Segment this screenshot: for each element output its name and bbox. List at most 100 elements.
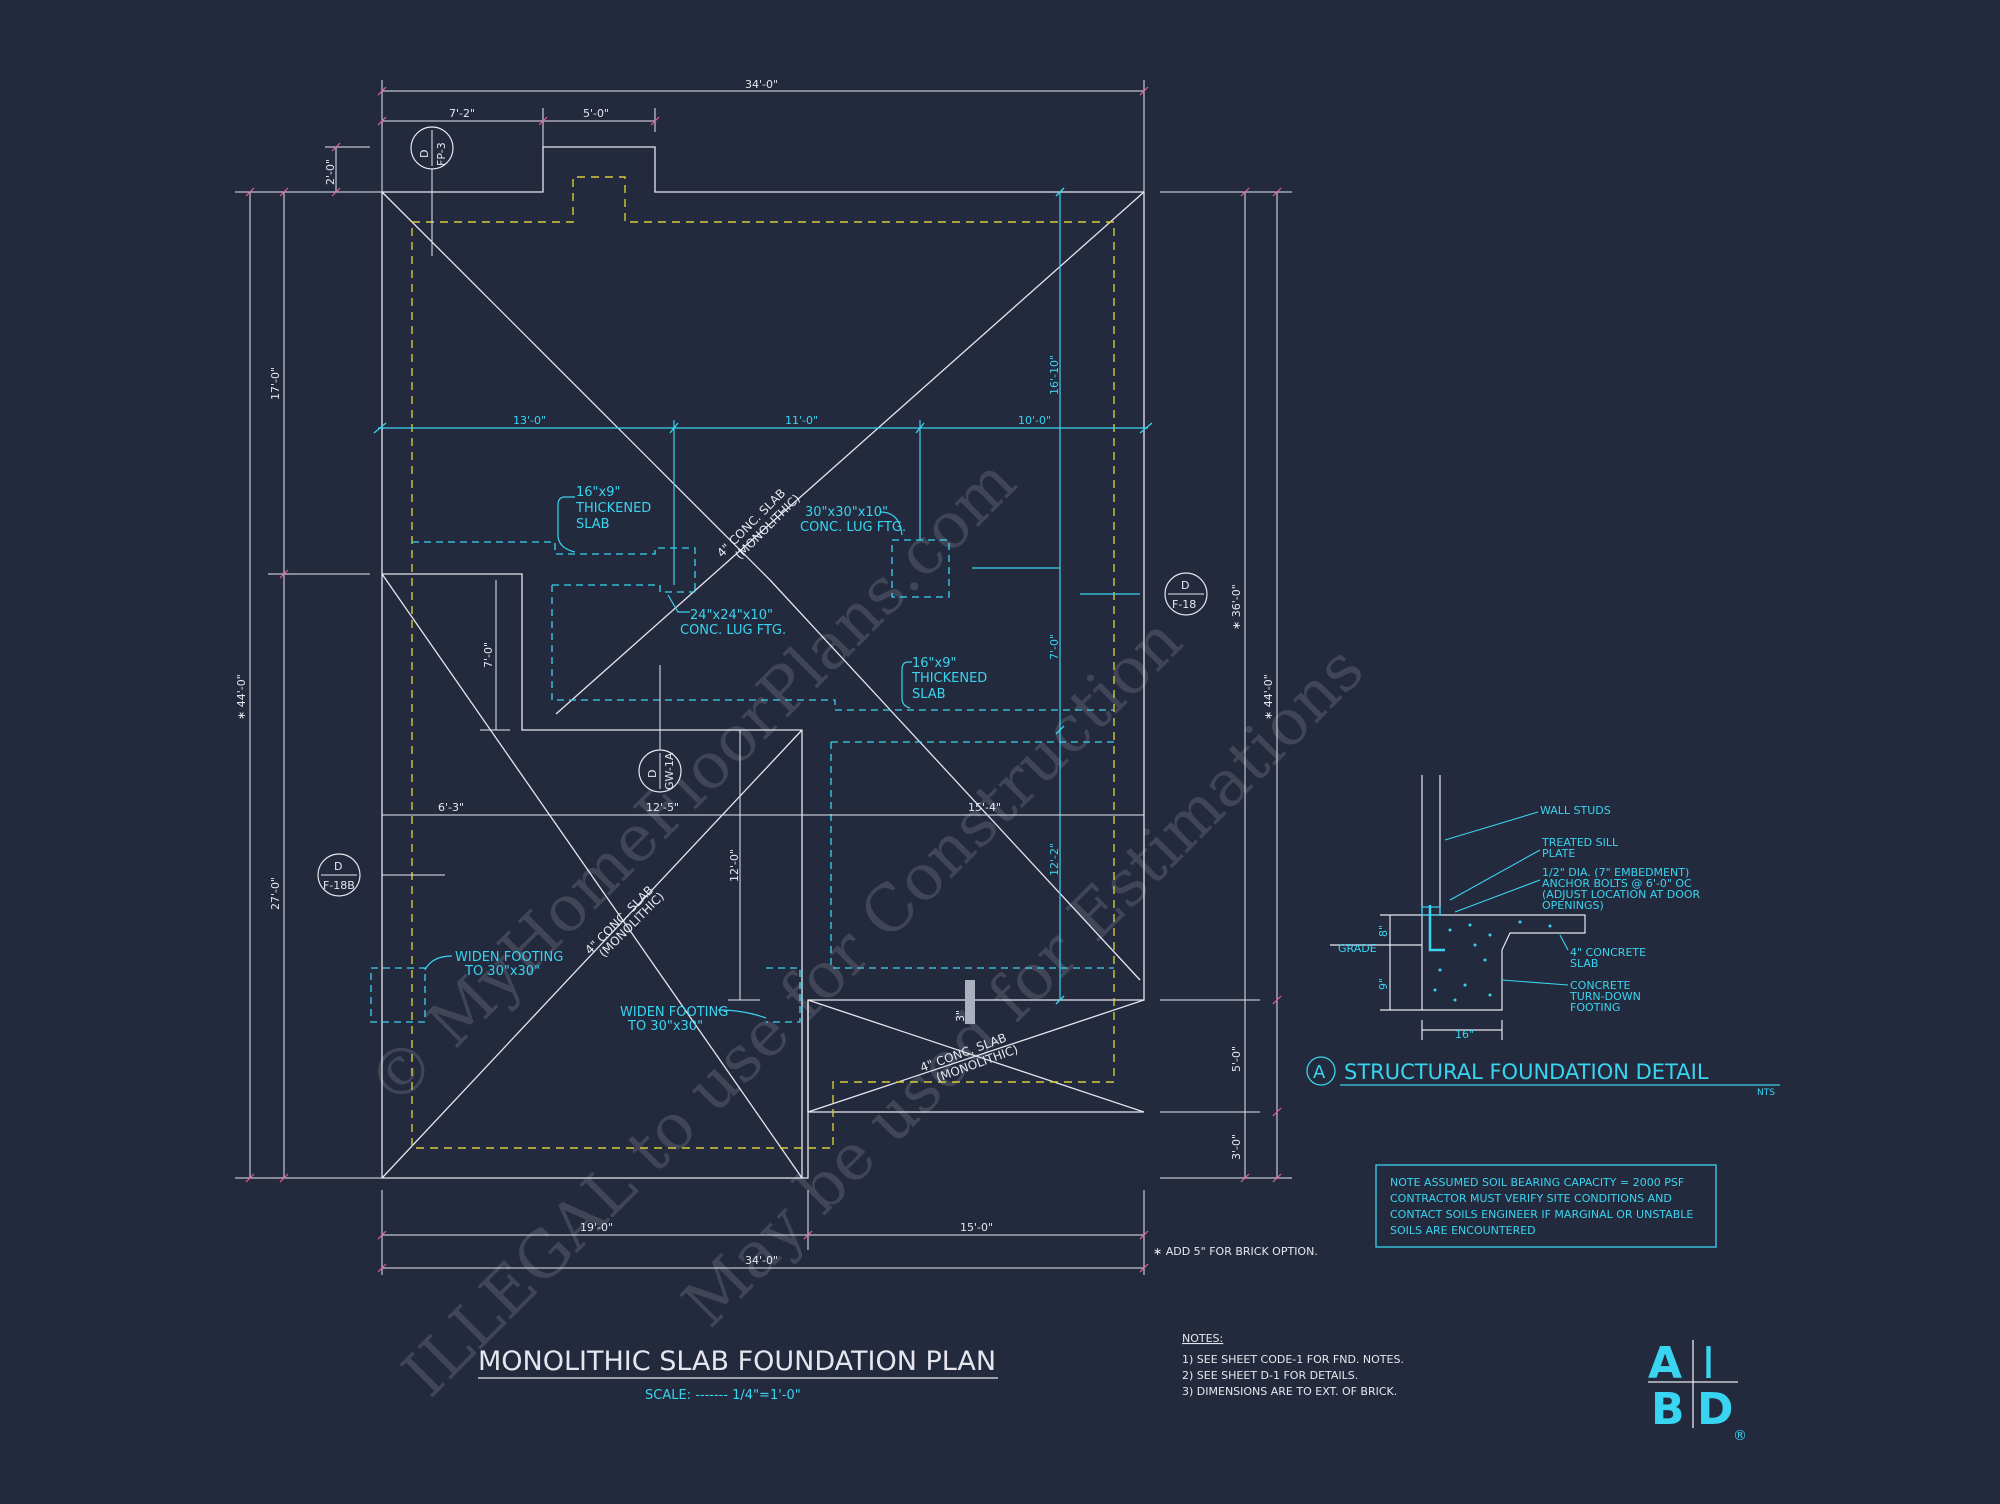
callout-thickened-1: 16"x9" THICKENED SLAB: [557, 485, 651, 553]
interior-dimensions: [378, 192, 1148, 1000]
detail-letter: A: [1313, 1062, 1326, 1083]
svg-text:9": 9": [1377, 978, 1390, 990]
svg-text:16": 16": [1455, 1028, 1474, 1041]
dim-bottom-left: 19'-0": [580, 1221, 613, 1234]
note-2: 2) SEE SHEET D-1 FOR DETAILS.: [1182, 1369, 1358, 1382]
dim-bump-depth: 2'-0": [324, 159, 337, 185]
concrete-aggregate: [1433, 920, 1552, 1002]
svg-text:SOILS ARE ENCOUNTERED: SOILS ARE ENCOUNTERED: [1390, 1224, 1536, 1237]
dim-interior-row1-a: 13'-0": [513, 414, 546, 427]
svg-text:TO 30"x30": TO 30"x30": [627, 1019, 703, 1034]
svg-text:TREATED SILL: TREATED SILL: [1541, 836, 1619, 849]
svg-text:CONTACT SOILS ENGINEER IF MARG: CONTACT SOILS ENGINEER IF MARGINAL OR UN…: [1390, 1208, 1693, 1221]
detail-bubble: [1306, 1056, 1336, 1086]
svg-text:SLAB: SLAB: [576, 517, 610, 532]
dim-top-overall: 34'-0": [745, 78, 778, 91]
dim-interior-row2-a: 6'-3": [438, 801, 464, 814]
note-3: 3) DIMENSIONS ARE TO EXT. OF BRICK.: [1182, 1385, 1397, 1398]
dim-left-overall: ∗ 44'-0": [235, 674, 248, 720]
section-marker-gw1a: D GW-1A: [638, 749, 682, 793]
svg-text:F-18: F-18: [1172, 598, 1196, 611]
building-outline: [381, 146, 1145, 1179]
dim-interior-row2-b: 12'-5": [646, 801, 679, 814]
dimension-ticks: [245, 86, 1282, 1273]
label-grade: GRADE: [1338, 942, 1377, 955]
plan-title: MONOLITHIC SLAB FOUNDATION PLAN: [478, 1346, 996, 1377]
logo-registered: ®: [1733, 1428, 1747, 1444]
svg-text:CONC. LUG FTG.: CONC. LUG FTG.: [800, 520, 906, 535]
brick-note: ∗ ADD 5" FOR BRICK OPTION.: [1153, 1245, 1318, 1258]
svg-text:4" CONCRETE: 4" CONCRETE: [1570, 946, 1646, 959]
dim-right-overall: ∗ 44'-0": [1262, 674, 1275, 720]
dim-left-lower: 27'-0": [269, 877, 282, 910]
watermark: © MyHomeFloorPlans.com ILLEGAL to use fo…: [354, 445, 1378, 1411]
step-dim: 3": [954, 1010, 967, 1022]
callouts: 16"x9" THICKENED SLAB 30"x30"x10" CONC. …: [424, 485, 987, 1034]
logo-letter-i: I: [1702, 1338, 1715, 1389]
notes-heading: NOTES:: [1182, 1332, 1223, 1345]
svg-text:TURN-DOWN: TURN-DOWN: [1569, 990, 1641, 1003]
svg-text:OPENINGS): OPENINGS): [1542, 899, 1604, 912]
dimension-texts: 34'-0" 7'-2" 5'-0" 2'-0" 19'-0" 15'-0" 3…: [235, 78, 1275, 1267]
dim-interior-row1-b: 11'-0": [785, 414, 818, 427]
soil-note: NOTE ASSUMED SOIL BEARING CAPACITY = 200…: [1375, 1164, 1717, 1248]
dim-vert-d: 12'-0": [728, 849, 741, 882]
svg-text:D: D: [334, 860, 342, 873]
interior-ticks: [373, 187, 1153, 1005]
detail-nts: NTS: [1757, 1088, 1775, 1098]
section-markers: D FP-3 D F-18 D GW-1A D F-18B: [317, 126, 1208, 897]
svg-text:1/2" DIA. (7" EMBEDMENT): 1/2" DIA. (7" EMBEDMENT): [1542, 866, 1689, 879]
svg-text:D: D: [646, 770, 659, 778]
logo-letter-b: B: [1651, 1384, 1685, 1435]
svg-text:GW-1A: GW-1A: [663, 752, 676, 790]
svg-text:F-18B: F-18B: [323, 879, 355, 892]
dim-vert-b: 7'-0": [1048, 634, 1061, 660]
interior-dimensions-white: [382, 166, 1144, 1001]
dim-bottom-right: 15'-0": [960, 1221, 993, 1234]
dim-right-mid: ∗ 36'-0": [1230, 584, 1243, 630]
section-marker-f18b: D F-18B: [317, 853, 361, 897]
dim-interior-row2-c: 15'-4": [968, 801, 1001, 814]
svg-text:D: D: [418, 150, 431, 158]
dim-vert-c: 7'-0": [482, 642, 495, 668]
svg-text:16"x9": 16"x9": [576, 485, 620, 500]
plan-scale: SCALE: ------- 1/4"=1'-0": [645, 1388, 801, 1403]
footing-outline: [411, 176, 1115, 1149]
section-marker-f18: D F-18: [1164, 572, 1208, 616]
dim-left-upper: 17'-0": [269, 367, 282, 400]
logo-letter-a: A: [1648, 1338, 1682, 1389]
callout-lug-24: 24"x24"x10" CONC. LUG FTG.: [667, 594, 786, 638]
dim-vert-e: 12'-2": [1048, 843, 1061, 876]
dim-right-seg2: 3'-0": [1230, 1134, 1243, 1160]
dim-interior-row1-c: 10'-0": [1018, 414, 1051, 427]
callout-widen-1: WIDEN FOOTING TO 30"x30": [424, 950, 563, 979]
callout-widen-2: WIDEN FOOTING TO 30"x30": [620, 1005, 767, 1034]
step-marker: [965, 980, 975, 1024]
svg-text:FP-3: FP-3: [435, 142, 448, 166]
svg-text:CONC. LUG FTG.: CONC. LUG FTG.: [680, 623, 786, 638]
svg-text:TO 30"x30": TO 30"x30": [464, 964, 540, 979]
svg-text:30"x30"x10": 30"x30"x10": [805, 505, 888, 520]
foundation-detail: WALL STUDS TREATED SILL PLATE 1/2" DIA. …: [1306, 775, 1780, 1098]
svg-text:NOTE ASSUMED SOIL BEARING CAPA: NOTE ASSUMED SOIL BEARING CAPACITY = 200…: [1390, 1176, 1684, 1189]
svg-text:(ADJUST LOCATION AT DOOR: (ADJUST LOCATION AT DOOR: [1542, 888, 1701, 901]
plan-title-block: MONOLITHIC SLAB FOUNDATION PLAN SCALE: -…: [478, 1346, 998, 1403]
svg-text:D: D: [1181, 579, 1189, 592]
section-marker-fp3: D FP-3: [410, 126, 454, 170]
svg-text:SLAB: SLAB: [912, 687, 946, 702]
svg-text:PLATE: PLATE: [1542, 847, 1575, 860]
dim-top-left: 7'-2": [449, 107, 475, 120]
svg-text:THICKENED: THICKENED: [911, 671, 987, 686]
svg-text:THICKENED: THICKENED: [575, 501, 651, 516]
svg-text:16"x9": 16"x9": [912, 656, 956, 671]
svg-text:CONCRETE: CONCRETE: [1570, 979, 1631, 992]
label-wall-studs: WALL STUDS: [1540, 804, 1611, 817]
general-notes: NOTES: 1) SEE SHEET CODE-1 FOR FND. NOTE…: [1182, 1332, 1404, 1398]
svg-text:ANCHOR BOLTS @ 6'-0" OC: ANCHOR BOLTS @ 6'-0" OC: [1542, 877, 1692, 890]
dim-right-seg1: 5'-0": [1230, 1046, 1243, 1072]
detail-title: STRUCTURAL FOUNDATION DETAIL: [1344, 1060, 1709, 1084]
svg-text:SLAB: SLAB: [1570, 957, 1598, 970]
svg-text:CONTRACTOR MUST VERIFY SITE CO: CONTRACTOR MUST VERIFY SITE CONDITIONS A…: [1390, 1192, 1672, 1205]
